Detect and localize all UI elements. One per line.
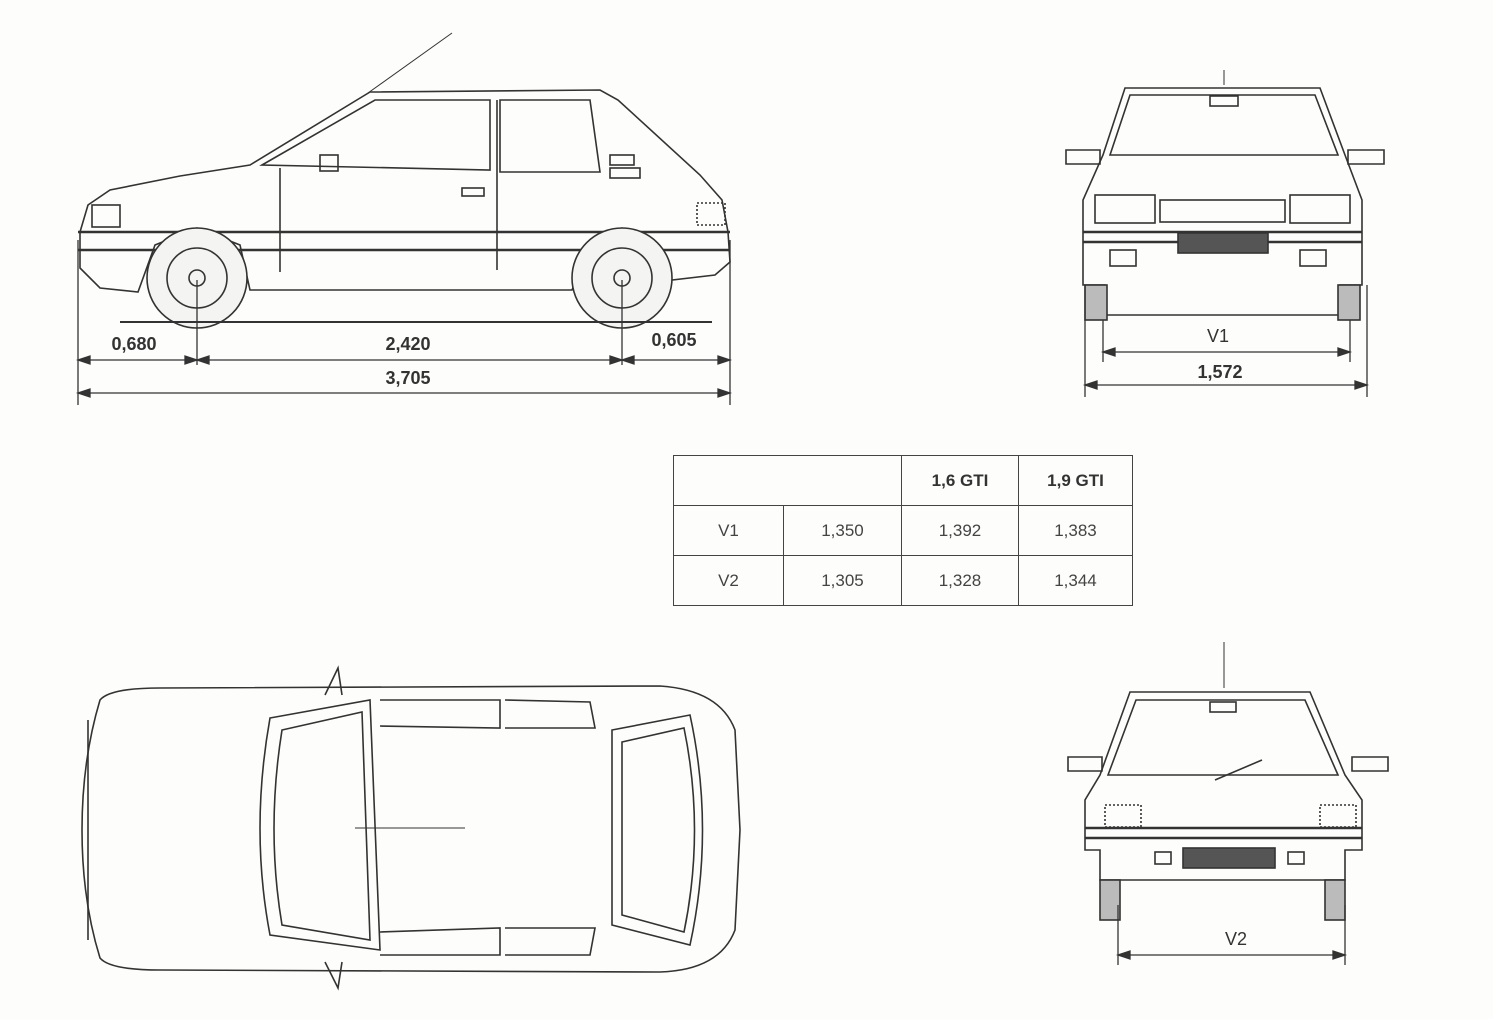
front-view-dimension-lines [1082, 285, 1370, 397]
overall-length-dimension: 3,705 [385, 368, 431, 388]
row-label: V1 [673, 505, 784, 556]
table-cell: 1,328 [901, 555, 1019, 606]
table-cell: 1,350 [783, 505, 902, 556]
table-cell: 1,344 [1018, 555, 1133, 606]
table-header-cell: 1,6 GTI [901, 455, 1019, 506]
front-view-drawing [1065, 70, 1385, 321]
table-header-cell: 1,9 GTI [1018, 455, 1133, 506]
top-view-drawing [81, 665, 741, 991]
side-view-drawing [78, 32, 731, 329]
table-cell: 1,305 [783, 555, 902, 606]
table-header-empty [673, 455, 902, 506]
side-view-dimension-lines [75, 240, 733, 405]
rear-track-label: V2 [1224, 929, 1248, 949]
table-header-row: 1,6 GTI 1,9 GTI [673, 455, 1133, 506]
table-cell: 1,383 [1018, 505, 1133, 556]
rear-overhang-dimension: 0,605 [651, 330, 697, 350]
wheelbase-dimension: 2,420 [385, 334, 431, 354]
track-width-table: 1,6 GTI 1,9 GTI V1 1,350 1,392 1,383 V2 … [673, 455, 1133, 606]
row-label: V2 [673, 555, 784, 606]
table-row: V2 1,305 1,328 1,344 [673, 555, 1133, 606]
overall-width-dimension: 1,572 [1197, 362, 1243, 382]
front-track-label: V1 [1206, 326, 1230, 346]
table-cell: 1,392 [901, 505, 1019, 556]
front-overhang-dimension: 0,680 [111, 334, 157, 354]
rear-view-drawing [1067, 642, 1389, 921]
rear-view-dimension-lines [1115, 905, 1348, 965]
table-row: V1 1,350 1,392 1,383 [673, 505, 1133, 556]
